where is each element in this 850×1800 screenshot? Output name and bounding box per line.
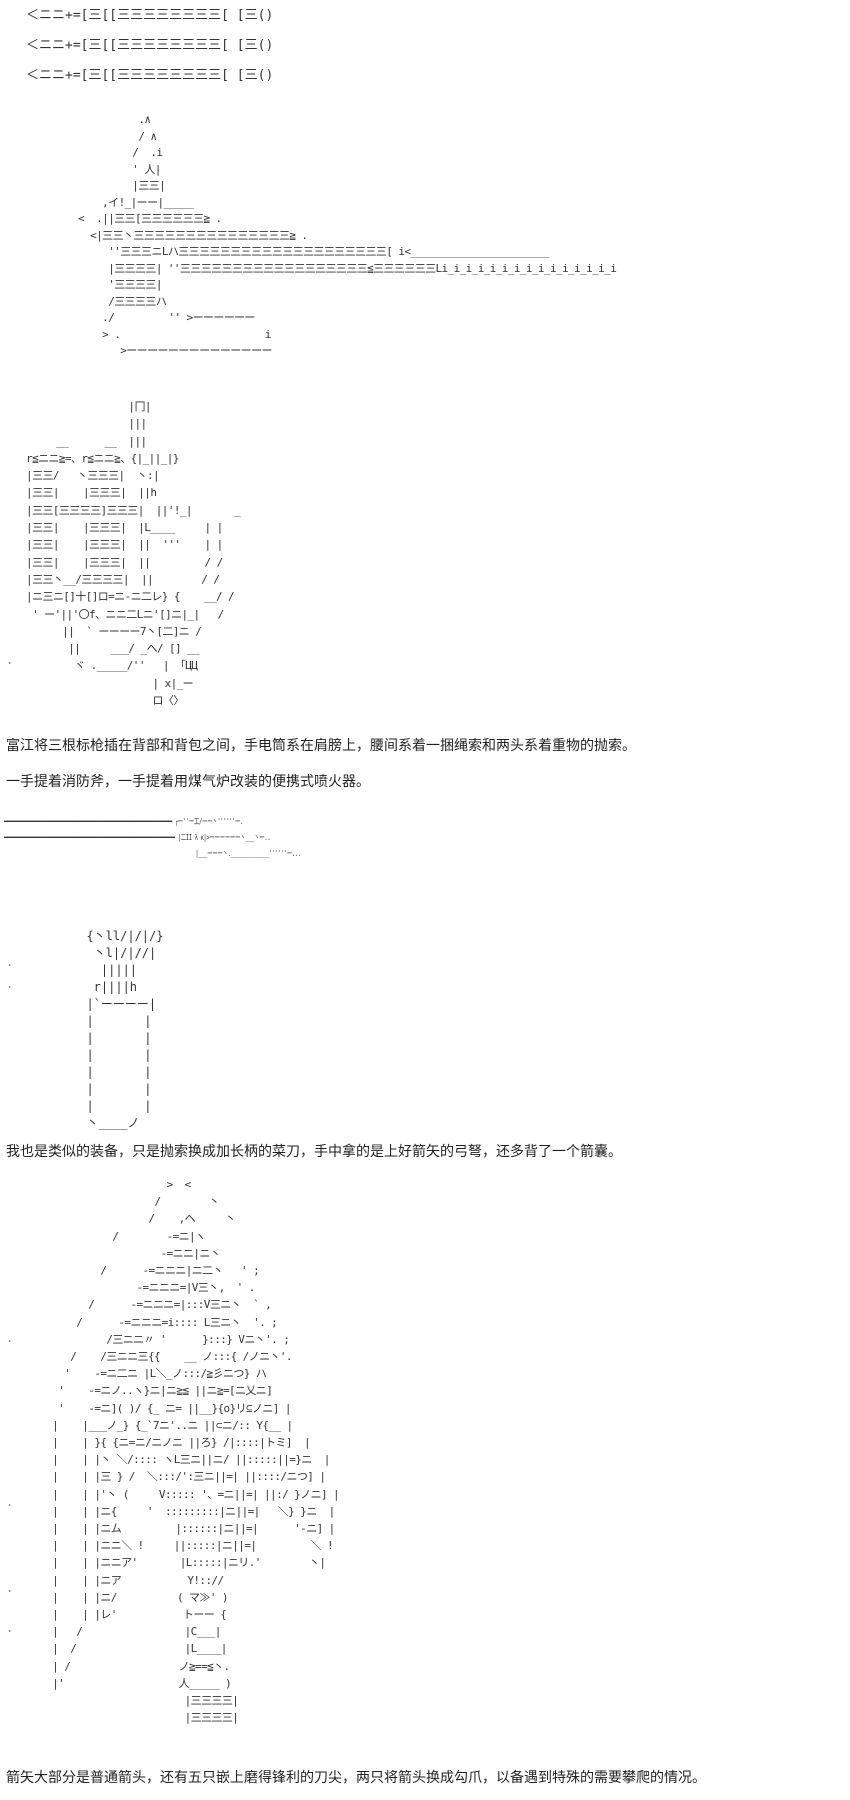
spear2-ascii-art: ━━━━━━━━━━━━━━━━━━━━━━━━━━━━━━━━━━━━━━━━… — [4, 817, 301, 858]
caption-4: 箭矢大部分是普通箭头，还有五只嵌上磨得锋利的刀尖，两只将箭头换成勾爪，以备遇到特… — [6, 1770, 706, 1786]
quiver-ascii-art: {丶ll/|/|/} 丶l|/|//| ||||| r||||h |`ーーーー|… — [86, 929, 164, 1130]
spear-ascii-art: .∧ / ∧ / .i ' 人| |三三| ,イ!_|ーー|_____ < .|… — [78, 113, 617, 357]
arrows-ascii-art: ＜ニニ+=[三[[三三三三三三三三[ [三() ＜ニニ+=[三[[三三三三三三三… — [26, 8, 274, 83]
margin-dot: . — [6, 955, 14, 969]
arrowhead-ascii-art: > < / 丶 / ,ヘ 丶 / -=ニ|ヽ -=ニニ|ニ丶 / -=ニニニ|ニ… — [52, 1178, 340, 1725]
margin-dot: . — [6, 653, 14, 667]
flamethrower-ascii-art: |冂| ||| __ __ ||| r≦ニニ≧=、r≦ニニ≧、{|_||_|} … — [26, 400, 241, 708]
margin-dot: . — [6, 1495, 14, 1509]
caption-3: 我也是类似的装备，只是抛索换成加长柄的菜刀，手中拿的是上好箭矢的弓弩，还多背了一… — [6, 1144, 622, 1160]
margin-dot: . — [6, 1331, 14, 1345]
margin-dot: . — [6, 1581, 14, 1595]
caption-1: 富江将三根标枪插在背部和背包之间，手电筒系在肩膀上，腰间系着一捆绳索和两头系着重… — [6, 738, 636, 754]
margin-dot: . — [6, 1621, 14, 1635]
caption-2: 一手提着消防斧，一手提着用煤气炉改装的便携式喷火器。 — [6, 774, 370, 790]
margin-dot: . — [6, 977, 14, 991]
